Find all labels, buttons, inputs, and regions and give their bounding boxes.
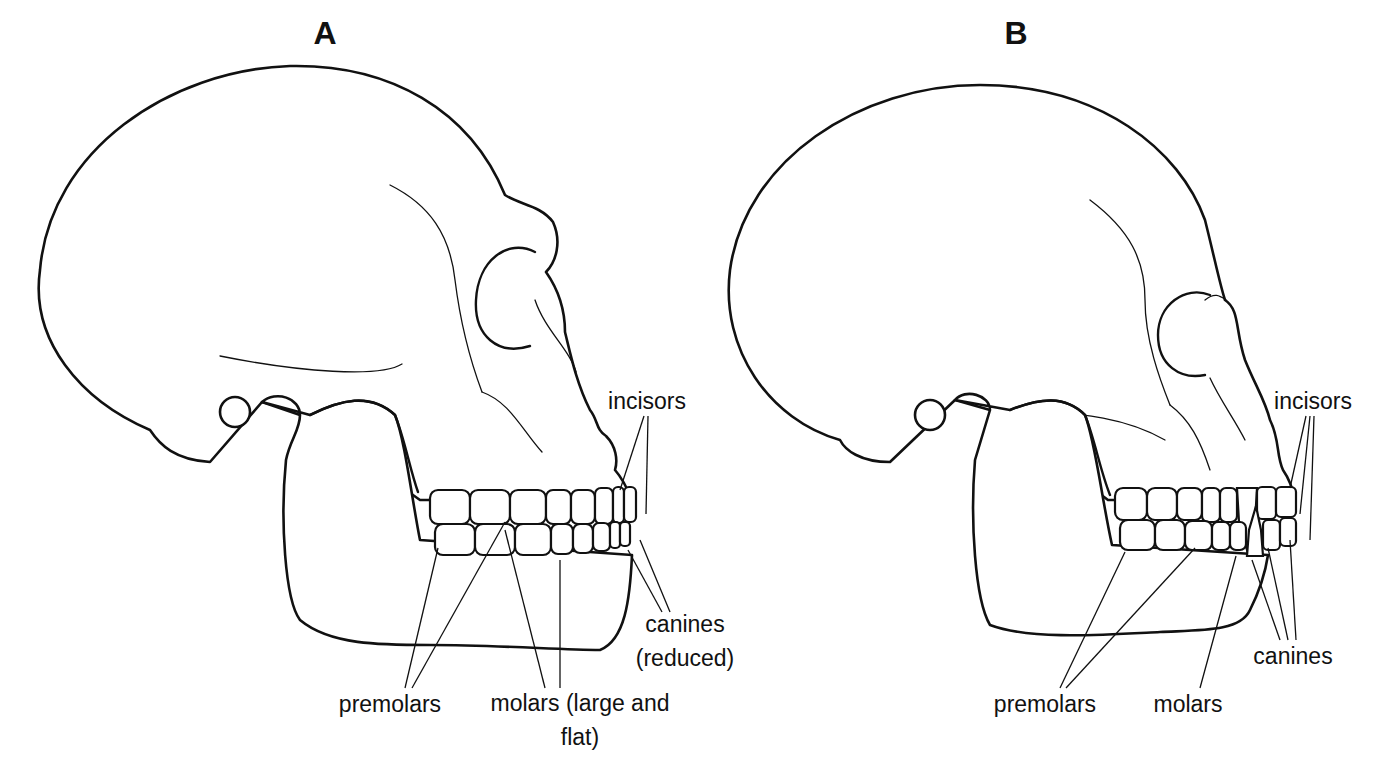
premolar xyxy=(1212,522,1230,550)
molar xyxy=(510,490,546,524)
panel-letter: A xyxy=(295,16,355,50)
leader-line xyxy=(1060,552,1125,688)
molar xyxy=(435,524,475,555)
incisor xyxy=(1276,487,1296,517)
incisor xyxy=(1257,487,1276,519)
leader-line xyxy=(1066,548,1195,688)
incisor xyxy=(1280,518,1296,546)
upper-teeth xyxy=(430,487,636,524)
temporal-line xyxy=(1090,200,1170,405)
canine xyxy=(595,488,613,524)
part-label: molars xyxy=(1128,687,1248,721)
maxilla-line xyxy=(482,392,542,452)
premolar xyxy=(1220,488,1237,522)
premolar xyxy=(571,490,595,524)
cheek-line xyxy=(1205,295,1245,440)
part-label: premolars xyxy=(975,687,1115,721)
cheek-line xyxy=(535,300,576,372)
incisor xyxy=(1263,520,1280,550)
maxilla-line xyxy=(1170,405,1210,470)
molar xyxy=(1115,488,1147,520)
canine xyxy=(593,523,610,551)
temporal-line xyxy=(390,185,482,392)
panel-letter: B xyxy=(986,16,1046,50)
incisor xyxy=(613,487,624,523)
molar xyxy=(1185,521,1212,550)
leader-line xyxy=(640,540,670,612)
orbit xyxy=(1158,292,1210,376)
premolar xyxy=(573,524,593,553)
part-label: molars (large and flat) xyxy=(490,686,670,754)
mandible xyxy=(262,396,632,650)
lower-teeth xyxy=(435,522,630,555)
coronoid-line xyxy=(310,401,418,492)
leader-line xyxy=(505,530,545,688)
leader-line xyxy=(1200,556,1236,688)
mandible xyxy=(955,394,1268,635)
leader-line xyxy=(646,416,648,514)
mastoid xyxy=(220,397,250,427)
lower-teeth xyxy=(1120,506,1296,556)
part-label: incisors xyxy=(582,384,712,418)
leader-line xyxy=(1268,548,1288,640)
molar xyxy=(515,524,551,555)
leader-line xyxy=(1310,416,1314,540)
molar xyxy=(1147,488,1177,520)
upper-teeth xyxy=(1115,487,1296,550)
leader-line xyxy=(620,416,644,490)
incisor xyxy=(624,487,636,522)
orbit xyxy=(476,248,535,349)
part-label: incisors xyxy=(1248,384,1376,418)
molar xyxy=(1120,520,1155,550)
leader-line xyxy=(1252,560,1280,640)
part-label: canines (reduced) xyxy=(625,607,745,675)
premolar xyxy=(1230,522,1246,550)
coronoid-line xyxy=(1010,400,1110,495)
part-label: canines xyxy=(1233,639,1353,673)
leader-line xyxy=(405,548,438,688)
zygomatic-line xyxy=(220,356,402,372)
mastoid xyxy=(915,400,945,430)
incisor xyxy=(620,522,630,546)
molar xyxy=(1177,488,1202,520)
leader-lines xyxy=(405,416,670,688)
molar xyxy=(430,490,470,524)
molar xyxy=(1155,520,1185,550)
premolar xyxy=(551,524,573,554)
leader-line xyxy=(1290,540,1296,640)
canine xyxy=(1247,506,1263,556)
part-label: premolars xyxy=(320,687,460,721)
premolar xyxy=(546,490,571,524)
skull-b xyxy=(729,85,1314,688)
molar xyxy=(470,490,510,524)
skull-a xyxy=(39,66,670,688)
leader-line xyxy=(1300,416,1310,514)
leader-line xyxy=(412,522,505,688)
premolar xyxy=(1202,488,1220,522)
leader-line xyxy=(559,560,560,688)
incisor xyxy=(610,522,620,548)
